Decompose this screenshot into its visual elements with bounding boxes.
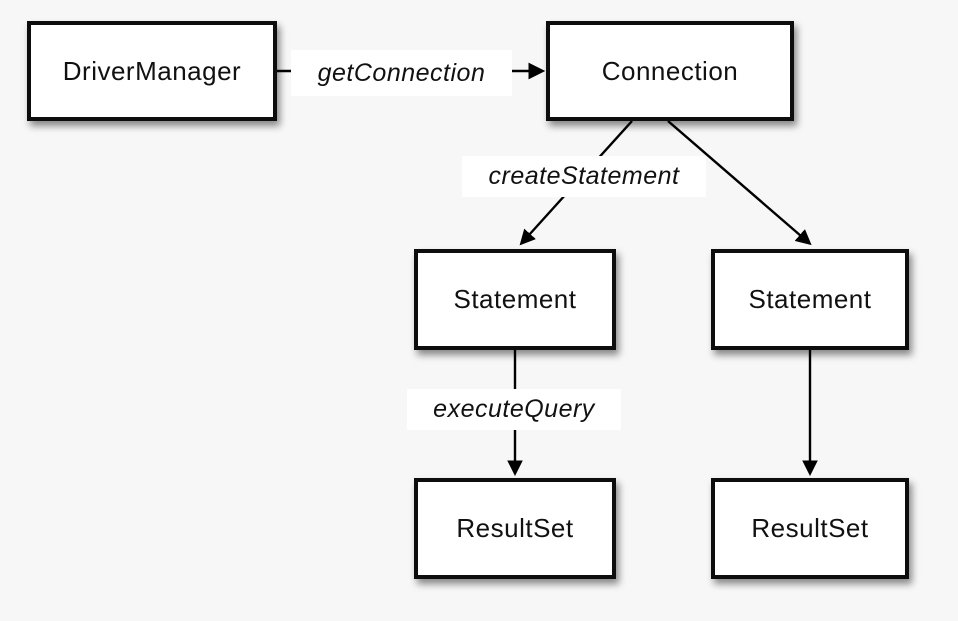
edge-label-get-connection-text: getConnection bbox=[317, 58, 486, 87]
edge-label-get-connection: getConnection bbox=[291, 50, 512, 96]
node-statement-left-label: Statement bbox=[453, 284, 577, 314]
node-statement-right: Statement bbox=[711, 249, 909, 350]
node-resultset-left-label: ResultSet bbox=[456, 513, 574, 543]
edge-label-create-statement: createStatement bbox=[462, 156, 706, 197]
node-driver-manager-label: DriverManager bbox=[62, 55, 242, 86]
edge-label-execute-query: executeQuery bbox=[407, 389, 621, 430]
node-driver-manager: DriverManager bbox=[27, 21, 277, 121]
node-connection-label: Connection bbox=[601, 55, 739, 86]
node-statement-left: Statement bbox=[414, 249, 616, 350]
node-resultset-right: ResultSet bbox=[711, 478, 909, 579]
edge-label-execute-query-text: executeQuery bbox=[433, 395, 595, 423]
edge-label-create-statement-text: createStatement bbox=[488, 162, 680, 190]
edge-connection-to-right-statement-line bbox=[667, 120, 812, 246]
node-statement-right-label: Statement bbox=[748, 284, 872, 314]
node-connection: Connection bbox=[546, 21, 794, 121]
node-resultset-right-label: ResultSet bbox=[751, 513, 869, 543]
node-resultset-left: ResultSet bbox=[414, 478, 616, 579]
